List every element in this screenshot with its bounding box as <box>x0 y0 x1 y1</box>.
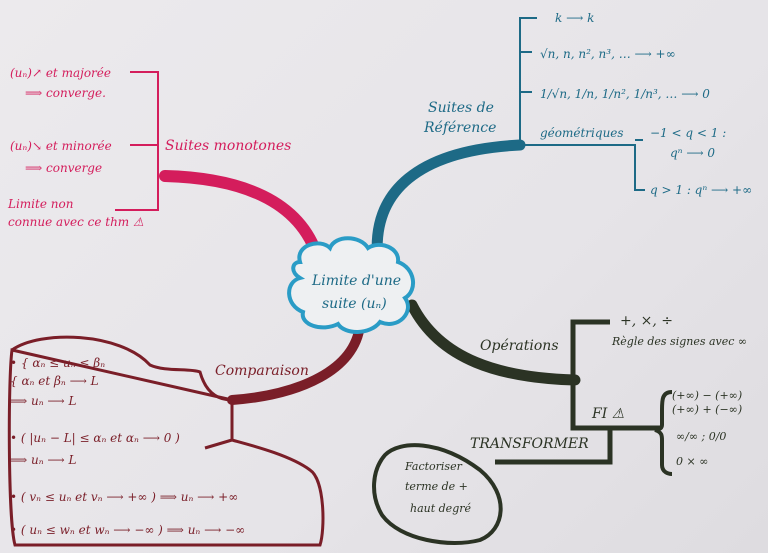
transform-step: haut degré <box>410 502 471 515</box>
fi-label: FI ⚠ <box>591 406 624 422</box>
transform-step: terme de + <box>405 480 468 493</box>
center-title-line1: Limite d'une <box>311 273 401 289</box>
comparaison-item: ⟹ uₙ ⟶ L <box>10 394 76 408</box>
fi-brace <box>654 390 673 476</box>
reference-item-plus-infinity: √n, n, n², n³, … ⟶ +∞ <box>540 47 676 61</box>
monotones-item-2-result: ⟹ converge <box>25 161 102 175</box>
fi-item: (+∞) − (+∞) <box>672 389 742 402</box>
reference-title-line2: Référence <box>423 120 496 136</box>
monotones-item-2: (uₙ)↘ et minorée <box>10 139 112 153</box>
geometric-case-1-result: qⁿ ⟶ 0 <box>670 146 715 160</box>
monotones-item-1-result: ⟹ converge. <box>25 86 106 100</box>
reference-item-zero: 1/√n, 1/n, 1/n², 1/n³, … ⟶ 0 <box>540 87 710 101</box>
transformer-label: TRANSFORMER <box>470 436 589 452</box>
comparaison-title: Comparaison <box>215 363 309 379</box>
monotones-bracket <box>115 71 159 211</box>
comparaison-item: • ( |uₙ − L| ≤ αₙ et αₙ ⟶ 0 ) <box>10 431 180 445</box>
monotones-item-3: Limite non <box>7 197 73 211</box>
transform-blob <box>372 443 503 545</box>
comparaison-container <box>7 335 325 547</box>
branch-comparaison <box>227 320 365 405</box>
center-cloud <box>287 236 415 334</box>
transform-step: Factoriser <box>404 460 463 473</box>
comparaison-item: • { αₙ ≤ uₙ ≤ βₙ <box>10 356 105 370</box>
branch-monotones <box>159 170 324 264</box>
comparaison-item: { αₙ et βₙ ⟶ L <box>10 374 99 388</box>
reference-title-line1: Suites de <box>428 100 494 116</box>
operations-basic: +, ×, ÷ <box>620 313 673 329</box>
reference-bracket <box>519 17 645 191</box>
monotones-item-1: (uₙ)↗ et majorée <box>10 66 111 80</box>
reference-item-constant: k ⟶ k <box>555 11 594 25</box>
geometric-case-1: −1 < q < 1 : <box>650 126 726 140</box>
monotones-warning-note: connue avec ce thm ⚠ <box>8 215 144 229</box>
fi-item: ∞/∞ ; 0/0 <box>676 430 726 443</box>
operations-sign-rule: Règle des signes avec ∞ <box>611 335 747 348</box>
fi-item: (+∞) + (−∞) <box>672 403 742 416</box>
branch-operations <box>406 299 581 386</box>
geometric-case-2: q > 1 : qⁿ ⟶ +∞ <box>650 183 752 197</box>
operations-title: Opérations <box>480 338 559 354</box>
center-title-line2: suite (uₙ) <box>322 296 387 312</box>
comparaison-item: • ( uₙ ≤ wₙ et wₙ ⟶ −∞ ) ⟹ uₙ ⟶ −∞ <box>10 523 245 537</box>
fi-item: 0 × ∞ <box>676 455 708 468</box>
branch-reference <box>371 139 526 268</box>
reference-item-geometric: géométriques <box>540 126 624 140</box>
comparaison-item: • ( vₙ ≤ uₙ et vₙ ⟶ +∞ ) ⟹ uₙ ⟶ +∞ <box>10 490 238 504</box>
monotones-title: Suites monotones <box>165 138 291 154</box>
comparaison-item: ⟹ uₙ ⟶ L <box>10 453 76 467</box>
operations-bracket <box>495 319 660 465</box>
